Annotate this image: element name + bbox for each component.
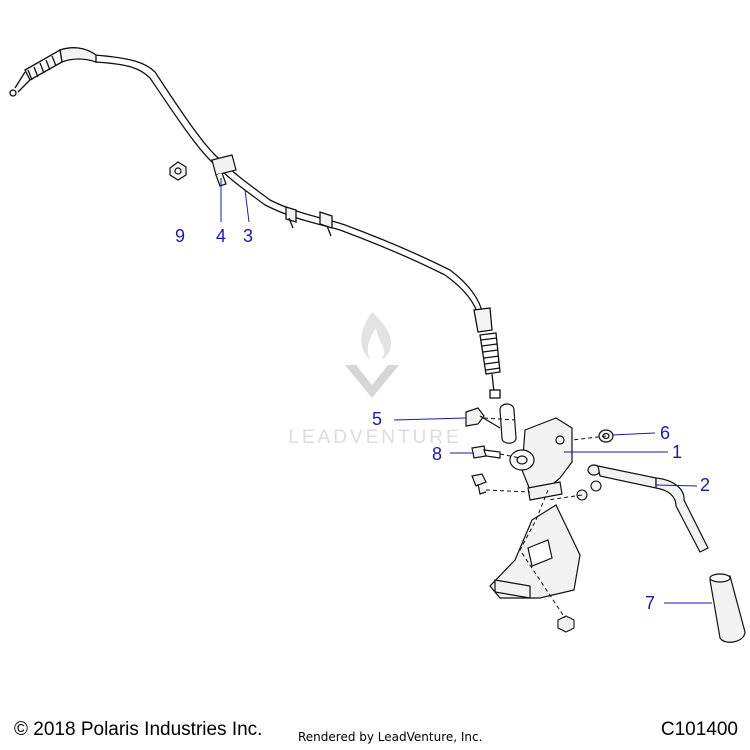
callout-7: 7 bbox=[645, 593, 656, 613]
throttle-cable bbox=[9, 47, 501, 399]
pedal-pad-part-7 bbox=[709, 573, 746, 643]
pedal-rod-part-2 bbox=[587, 464, 709, 553]
bushings-small bbox=[576, 480, 602, 501]
callout-1: 1 bbox=[672, 442, 683, 462]
callout-3: 3 bbox=[243, 226, 254, 246]
callout-5: 5 bbox=[372, 409, 383, 429]
callout-2: 2 bbox=[700, 475, 711, 495]
rendered-by-notice: Rendered by LeadVenture, Inc. bbox=[298, 730, 483, 744]
callout-8: 8 bbox=[432, 444, 443, 464]
leader-lines bbox=[220, 178, 712, 604]
assembly-lines bbox=[483, 417, 607, 619]
nut-part-9 bbox=[169, 161, 187, 181]
copyright-notice: © 2018 Polaris Industries Inc. bbox=[14, 719, 263, 740]
callout-9: 9 bbox=[175, 226, 186, 246]
bolt-lower bbox=[471, 473, 487, 495]
cable-clip-part-4 bbox=[211, 154, 237, 187]
bolt-part-8 bbox=[471, 445, 501, 459]
nut-lower bbox=[557, 615, 575, 633]
pedal-lever-part-1 bbox=[499, 403, 573, 501]
callout-4: 4 bbox=[216, 226, 227, 246]
leadventure-watermark-logo bbox=[345, 312, 399, 398]
watermark-text: LEADVENTURE bbox=[288, 427, 461, 448]
bolt-part-5 bbox=[465, 407, 501, 429]
diagram-code: C101400 bbox=[660, 719, 738, 740]
callout-6: 6 bbox=[660, 423, 671, 443]
mounting-bracket bbox=[489, 504, 581, 599]
